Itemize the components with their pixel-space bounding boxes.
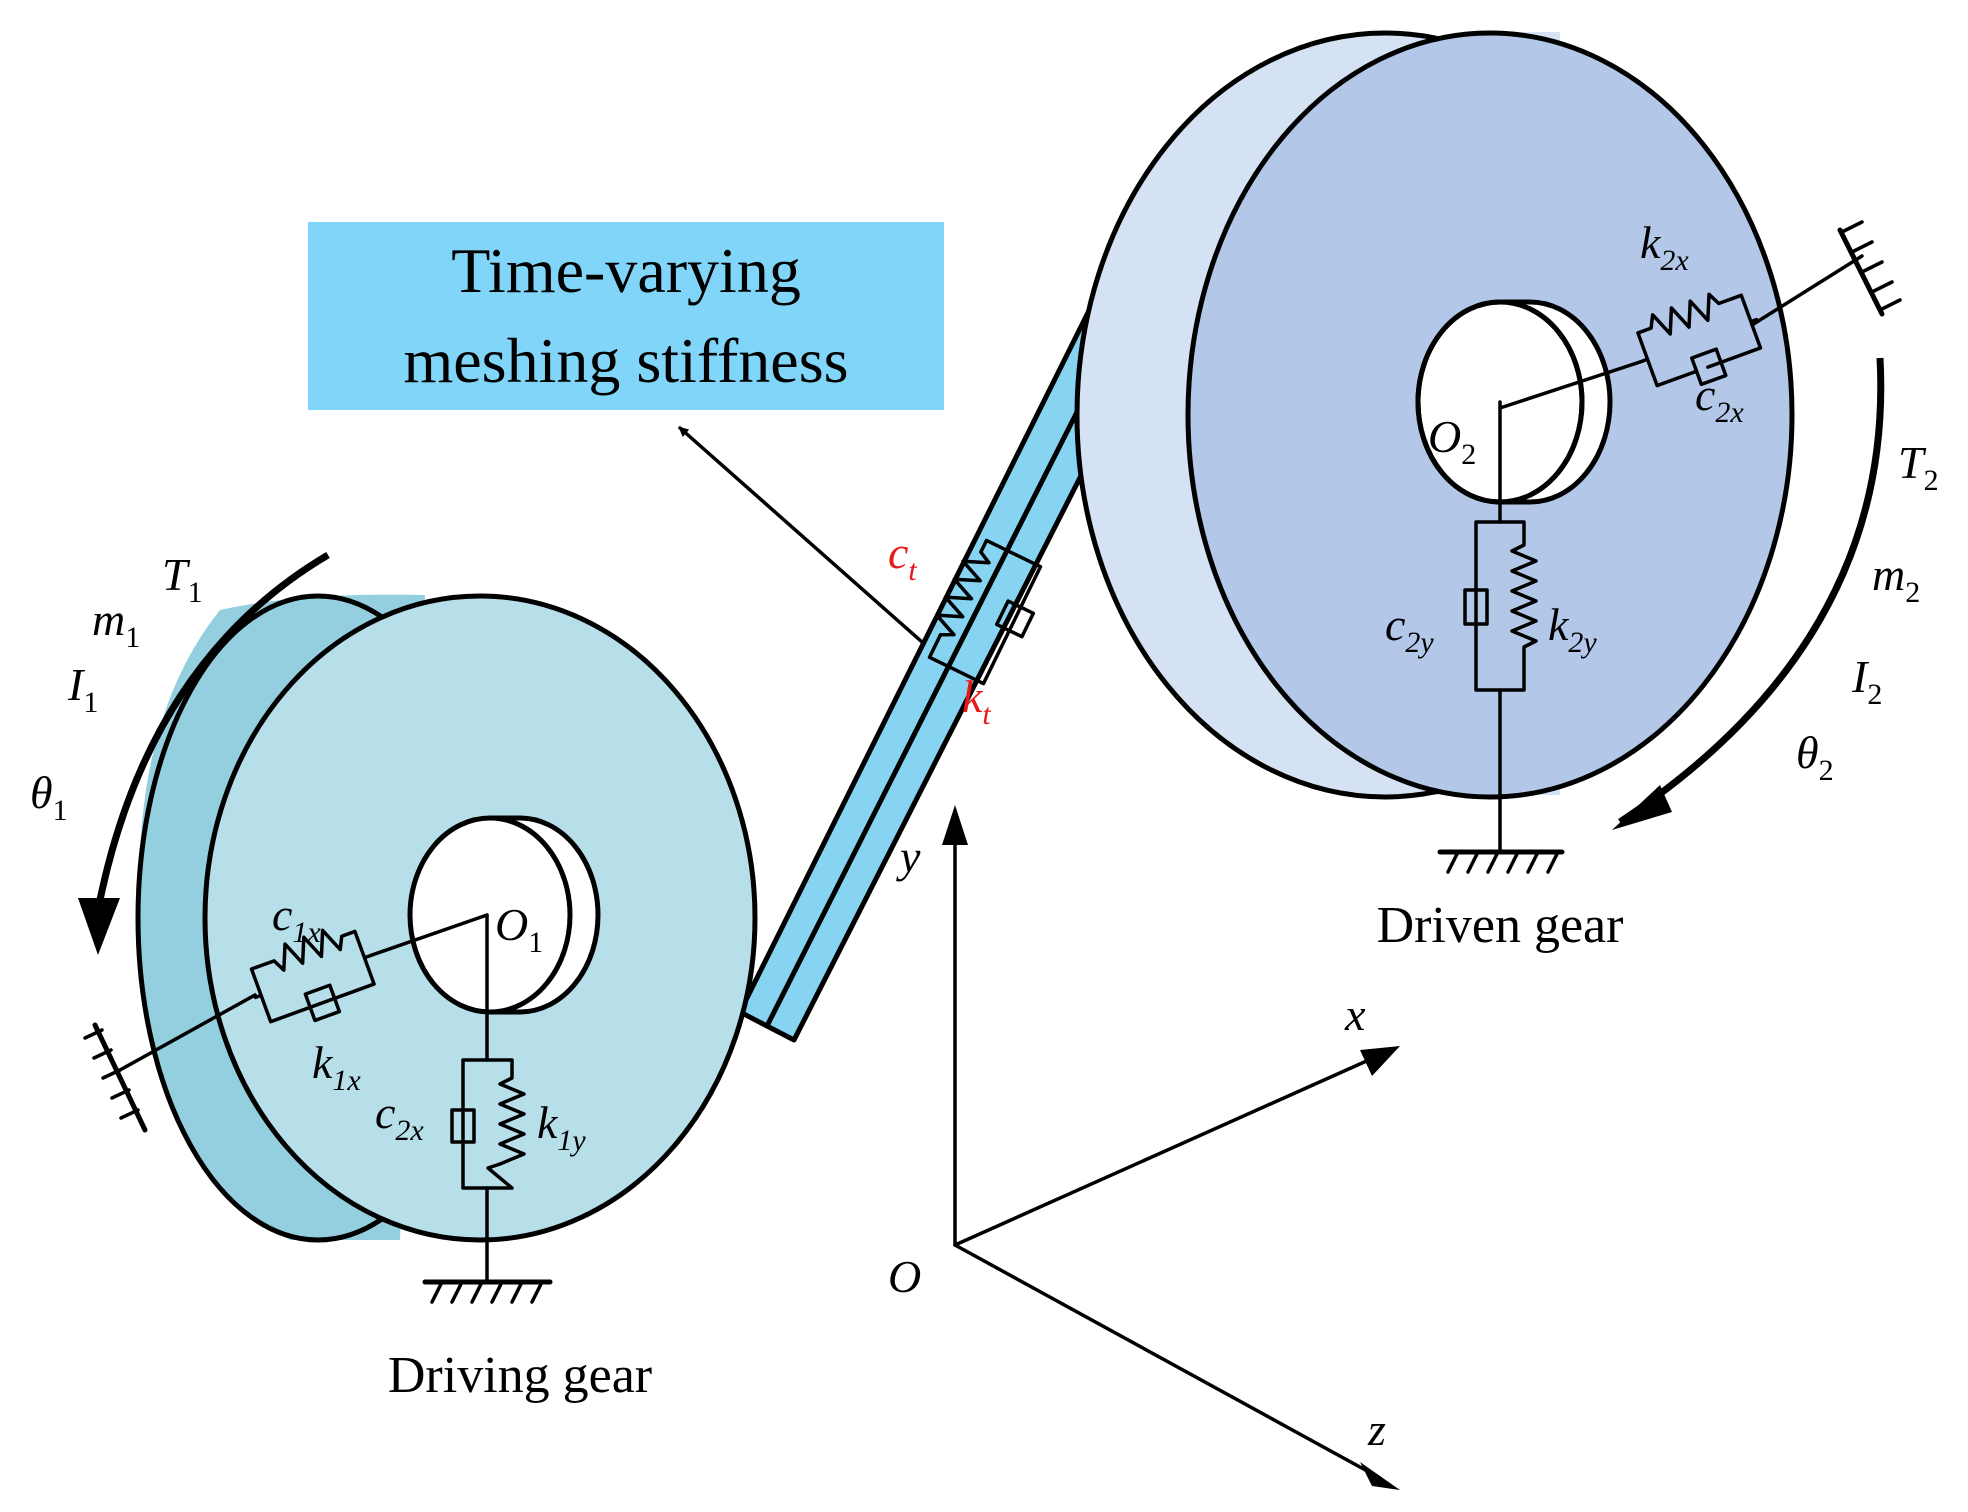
driving-x-support-line-1 <box>370 913 489 957</box>
origin-label: O <box>888 1251 921 1302</box>
driving-damper-x-label: c1x <box>272 889 321 949</box>
driving-x-ground <box>83 1022 148 1133</box>
z-axis <box>953 1243 1382 1480</box>
z-axis-arrowhead <box>1360 1462 1400 1490</box>
driven-y-ground <box>1437 849 1565 874</box>
driving-rotation-arrowhead <box>78 898 120 955</box>
driving-torque-label: T1 <box>162 549 203 609</box>
driven-damper-y-label: c2y <box>1385 599 1434 659</box>
driving-spring-x-label: k1x <box>312 1037 361 1097</box>
driving-gear-supports <box>83 913 553 1304</box>
driven-center-label: O2 <box>1428 411 1476 471</box>
driven-spring-y-label: k2y <box>1548 599 1597 659</box>
z-axis-label: z <box>1367 1404 1386 1455</box>
driven-x-support-line-2 <box>1750 254 1864 327</box>
driven-rotation-arrow <box>1618 357 1885 825</box>
driven-y-spring-damper <box>1463 520 1538 692</box>
driven-x-support-line-1 <box>1498 360 1642 410</box>
driving-damper-y-label: c2x <box>375 1087 424 1147</box>
x-axis <box>953 1053 1382 1247</box>
driving-gear <box>135 593 758 1243</box>
coordinate-axes <box>942 805 1400 1490</box>
driving-x-spring-damper <box>249 928 376 1024</box>
driving-center-label: O1 <box>495 899 543 959</box>
driving-gear-hub <box>407 815 573 1015</box>
banner-line-1: Time-varying <box>451 235 801 306</box>
driven-torque-label: T2 <box>1898 437 1939 497</box>
driven-spring-x-label: k2x <box>1640 217 1689 277</box>
driving-spring-y-label: k1y <box>537 1097 586 1157</box>
banner-line-2: meshing stiffness <box>403 325 848 396</box>
driving-rotation-label: θ1 <box>30 767 68 827</box>
driven-rotation-label: θ2 <box>1796 727 1834 787</box>
y-axis-label: y <box>896 831 921 882</box>
driven-inertia-label: I2 <box>1851 651 1882 711</box>
driven-gear-caption: Driven gear <box>1377 897 1624 954</box>
driven-gear <box>1074 30 1795 800</box>
driving-mass-label: m1 <box>92 594 140 654</box>
banner: Time-varying meshing stiffness <box>308 222 944 410</box>
banner-box <box>308 222 944 410</box>
mesh-damper-label: ct <box>888 527 917 587</box>
driving-inertia-label: I1 <box>67 659 98 719</box>
driven-x-ground <box>1837 220 1902 317</box>
driven-mass-label: m2 <box>1872 549 1920 609</box>
mesh-spring-label: kt <box>962 671 991 731</box>
driving-x-support-line-2 <box>118 993 257 1072</box>
driven-gear-supports <box>1437 220 1902 874</box>
driving-y-spring-damper <box>450 1058 526 1190</box>
driven-damper-x-label: c2x <box>1695 369 1744 429</box>
driven-x-spring-damper <box>1636 292 1763 388</box>
banner-pointer-arrow <box>678 426 967 682</box>
driving-rotation-arrow <box>96 551 330 901</box>
x-axis-arrowhead <box>1360 1046 1400 1076</box>
x-axis-label: x <box>1344 989 1366 1040</box>
mesh-spring-damper <box>927 538 1043 686</box>
driving-gear-caption: Driving gear <box>388 1347 652 1404</box>
driven-rotation-arrowhead <box>1612 785 1672 830</box>
driving-y-ground <box>422 1279 553 1304</box>
y-axis-arrowhead <box>942 805 968 845</box>
